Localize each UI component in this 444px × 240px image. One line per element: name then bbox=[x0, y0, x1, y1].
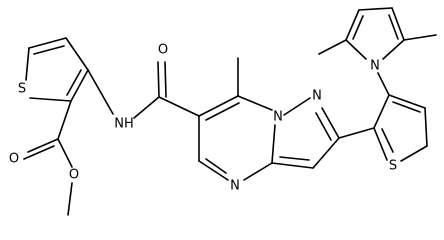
bond-rt5-rtS bbox=[400, 145, 428, 162]
bond-c7-n7a bbox=[237, 95, 273, 111]
bond-nh-amide-c bbox=[133, 96, 160, 119]
bond-rt3-rt4-double bbox=[392, 101, 421, 113]
bond-pyrrole-c5-n bbox=[382, 39, 405, 60]
bond-pyrrole-c2-c3-double bbox=[352, 15, 364, 40]
bond-n7a-c3a bbox=[271, 124, 276, 164]
bond-pyrrole-c4-c5 bbox=[391, 7, 405, 41]
bond-ester-c-o2 bbox=[57, 138, 73, 168]
bond-c3a-n4 bbox=[243, 162, 273, 181]
bond-rtS-rt2 bbox=[373, 127, 388, 161]
bond-n4-c5 bbox=[198, 160, 229, 181]
bond-lt5-ltS bbox=[29, 97, 72, 102]
bond-c2-c3 bbox=[312, 137, 340, 169]
bond-rt2-rt3 bbox=[373, 94, 390, 129]
ester-carbonyl-o-label: O bbox=[9, 152, 19, 167]
thiophene-left-s-label: S bbox=[18, 82, 26, 97]
bond-ester-c-o1-double bbox=[23, 145, 55, 160]
bond-pyrrole-c5-methyl bbox=[403, 34, 437, 41]
bond-lt2-lt3-double bbox=[33, 45, 65, 55]
bond-lt4-nh bbox=[87, 69, 114, 115]
bond-pyrrole-n-c2 bbox=[345, 39, 367, 60]
bond-lt4-lt5-double bbox=[66, 69, 82, 96]
bond-pyrrole-c2-methyl bbox=[318, 39, 347, 55]
bond-amide-c-o-double bbox=[164, 61, 167, 98]
bond-lt5-ester-c bbox=[57, 100, 72, 140]
thiophene-right-s-label: S bbox=[389, 159, 397, 174]
bond-c3-c3a-double bbox=[279, 156, 310, 161]
bond-lt4-lt5 bbox=[70, 69, 89, 102]
bond-o2-methyl bbox=[67, 182, 73, 216]
pyrrole-n-label: N bbox=[370, 59, 380, 74]
bonds bbox=[23, 7, 437, 216]
amide-carbonyl-o-label: O bbox=[158, 43, 168, 58]
bond-rtS-rt2-double bbox=[381, 128, 394, 153]
bond-ltS-lt2 bbox=[25, 47, 30, 81]
pyrimidine-n-bottom-label: N bbox=[230, 179, 240, 194]
bond-n7a-n1 bbox=[283, 97, 311, 116]
bond-pyrrole-c2-c3 bbox=[345, 9, 360, 41]
bond-rt3-pyrrole-n bbox=[377, 72, 390, 96]
bond-c6-c7-double bbox=[205, 102, 240, 121]
bond-amide-c-core bbox=[158, 96, 200, 117]
bond-n1-c2-double bbox=[315, 112, 332, 141]
pyrazole-n-top-label: N bbox=[312, 89, 322, 104]
bond-amide-c-o bbox=[157, 61, 160, 98]
bond-lt3-lt4 bbox=[65, 37, 89, 71]
bond-n1-c2 bbox=[321, 107, 340, 139]
bond-ester-c-o1 bbox=[27, 138, 59, 153]
bond-lt2-lt3 bbox=[28, 37, 67, 49]
pyrazole-n-bridge-label: N bbox=[273, 110, 283, 125]
bond-c2-rt2 bbox=[338, 127, 375, 139]
bond-rt4-rt5 bbox=[424, 107, 428, 147]
atom-labels: S O O NH O N N N N S bbox=[9, 43, 397, 194]
chemical-structure: S O O NH O N N N N S bbox=[9, 7, 437, 216]
amide-nh-label: NH bbox=[114, 117, 134, 132]
bond-n4-c5-double bbox=[205, 158, 227, 174]
bond-c3-c3a bbox=[271, 162, 314, 169]
bond-rt3-rt4 bbox=[388, 94, 426, 109]
bond-c6-c7 bbox=[198, 95, 239, 117]
ester-methoxy-o-label: O bbox=[69, 168, 79, 183]
bond-pyrrole-c4-c5-double bbox=[388, 14, 399, 40]
bond-pyrrole-c3-c4 bbox=[358, 7, 393, 11]
